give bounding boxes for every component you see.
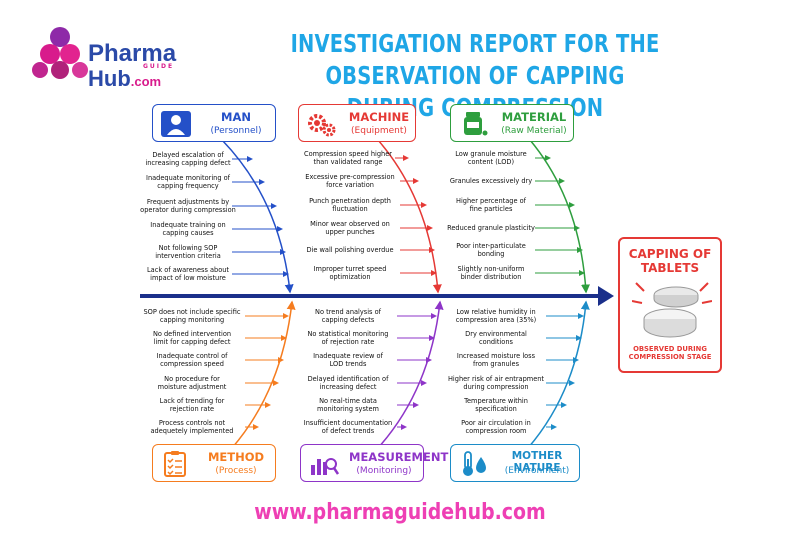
category-measurement-name: MEASUREMENT <box>349 450 449 464</box>
gears-icon <box>308 114 336 137</box>
jar-icon <box>464 112 488 136</box>
category-method: METHOD (Process) <box>152 444 276 482</box>
category-method-sub: (Process) <box>215 466 257 476</box>
category-man-sub: (Personnel) <box>210 126 262 136</box>
brand-logo: Pharma GUIDE Hub.com <box>10 18 176 90</box>
cause-material-2: Granules excessively dry <box>449 177 533 185</box>
machine-cause-arrows <box>395 155 437 276</box>
category-material-name: MATERIAL <box>501 110 567 124</box>
category-machine-sub: (Equipment) <box>351 126 407 136</box>
chart-icon <box>311 458 339 475</box>
method-cause-arrows <box>245 313 289 430</box>
category-nature-name: MOTHER NATURE <box>511 450 563 474</box>
category-material: MATERIAL (Raw Material) <box>450 104 574 142</box>
person-icon <box>161 111 191 137</box>
category-nature-sub: (Environment) <box>504 466 570 476</box>
category-man: MAN (Personnel) <box>152 104 276 142</box>
category-measurement-sub: (Monitoring) <box>356 466 412 476</box>
bone-material <box>529 139 591 294</box>
clipboard-icon <box>164 451 186 477</box>
category-man-name: MAN <box>221 110 251 124</box>
bone-nature <box>527 300 590 449</box>
website-url[interactable]: www.pharmaguidehub.com <box>254 500 546 525</box>
measurement-cause-arrows <box>397 313 437 430</box>
capped-tablet-icon <box>632 282 712 338</box>
bone-method <box>231 300 296 449</box>
category-measurement: MEASUREMENT (Monitoring) <box>300 444 449 482</box>
logo-molecule-icon <box>32 27 88 79</box>
material-cause-arrows <box>535 155 585 276</box>
nature-cause-arrows <box>546 313 584 430</box>
category-machine: MACHINE (Equipment) <box>298 104 416 142</box>
logo-wordmark: Pharma GUIDE Hub.com <box>88 42 176 90</box>
cause-material-4: Reduced granule plasticity <box>447 224 535 232</box>
logo-line2: Hub.com <box>88 66 162 91</box>
bone-measurement <box>377 300 444 449</box>
title-line1: INVESTIGATION REPORT FOR THE OBSERVATION… <box>290 29 660 90</box>
logo-line1: Pharma <box>88 40 177 67</box>
thermometer-icon <box>463 451 486 476</box>
category-material-sub: (Raw Material) <box>501 126 567 136</box>
category-machine-name: MACHINE <box>348 110 410 124</box>
man-cause-arrows <box>232 156 289 277</box>
spine-arrowhead <box>598 286 614 306</box>
category-nature: MOTHER NATURE (Environment) <box>450 444 580 482</box>
cause-machine-5: Die wall polishing overdue <box>306 246 394 254</box>
bone-man <box>221 139 294 294</box>
category-method-name: METHOD <box>207 450 265 464</box>
logo-guide: GUIDE <box>143 63 175 70</box>
